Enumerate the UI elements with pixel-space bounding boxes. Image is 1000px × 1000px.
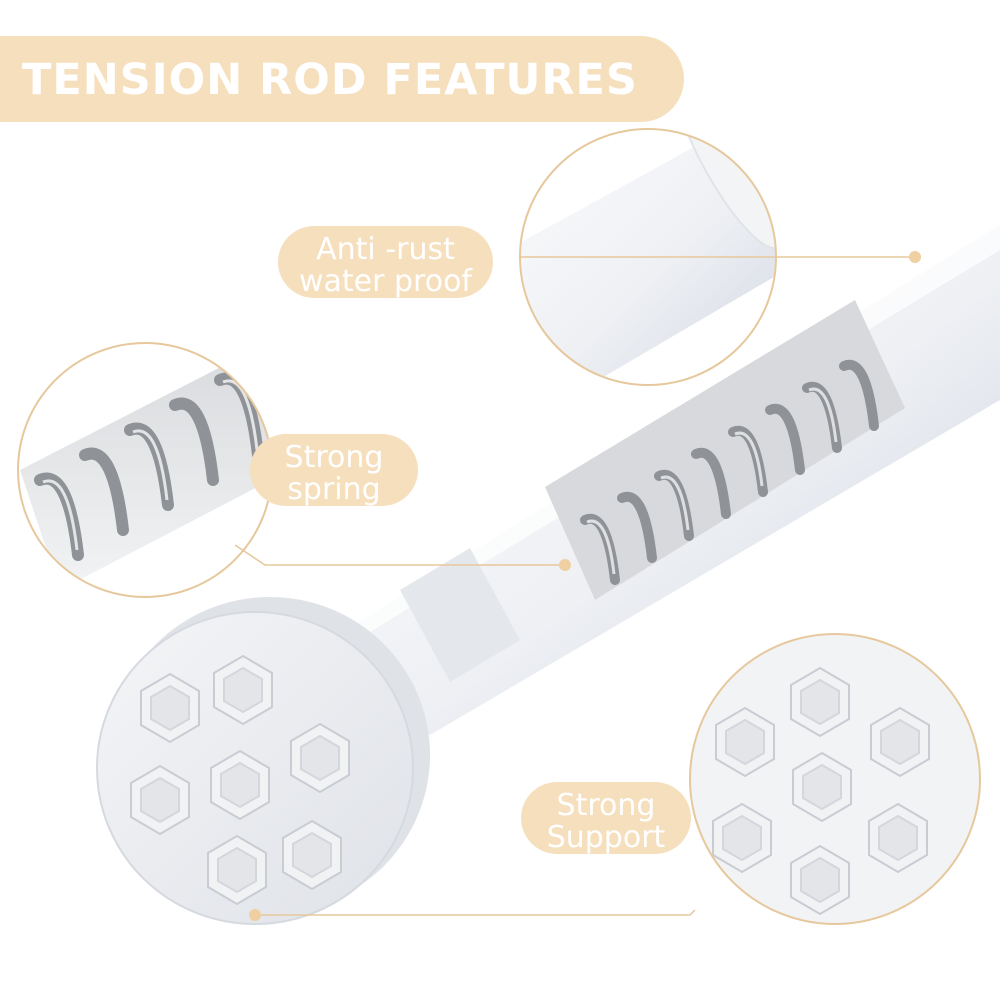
callout-support-line2: Support — [546, 820, 666, 855]
callout-pill-spring — [250, 434, 418, 506]
rod-spring-cutaway — [545, 300, 905, 600]
callout-spring-line2: spring — [287, 472, 381, 507]
callout-pill-support — [521, 782, 691, 854]
leader-dot-rust — [909, 251, 921, 263]
callout-pill-rust — [278, 226, 493, 298]
callout-spring-line1: Strong — [284, 440, 384, 475]
support-closeup-circle — [689, 633, 981, 925]
callout-rust-line1: Anti -rust — [316, 232, 455, 267]
callout-support-line1: Strong — [556, 788, 656, 823]
callout-rust-line2: water proof — [299, 264, 472, 299]
leader-dot-spring — [559, 559, 571, 571]
page-title: TENSION ROD FEATURES — [22, 55, 638, 105]
spring-closeup-circle — [17, 342, 273, 598]
leader-lines — [234, 256, 915, 916]
end-cap-pad — [96, 597, 430, 925]
title-banner — [0, 36, 684, 122]
leader-dot-support — [249, 909, 261, 921]
